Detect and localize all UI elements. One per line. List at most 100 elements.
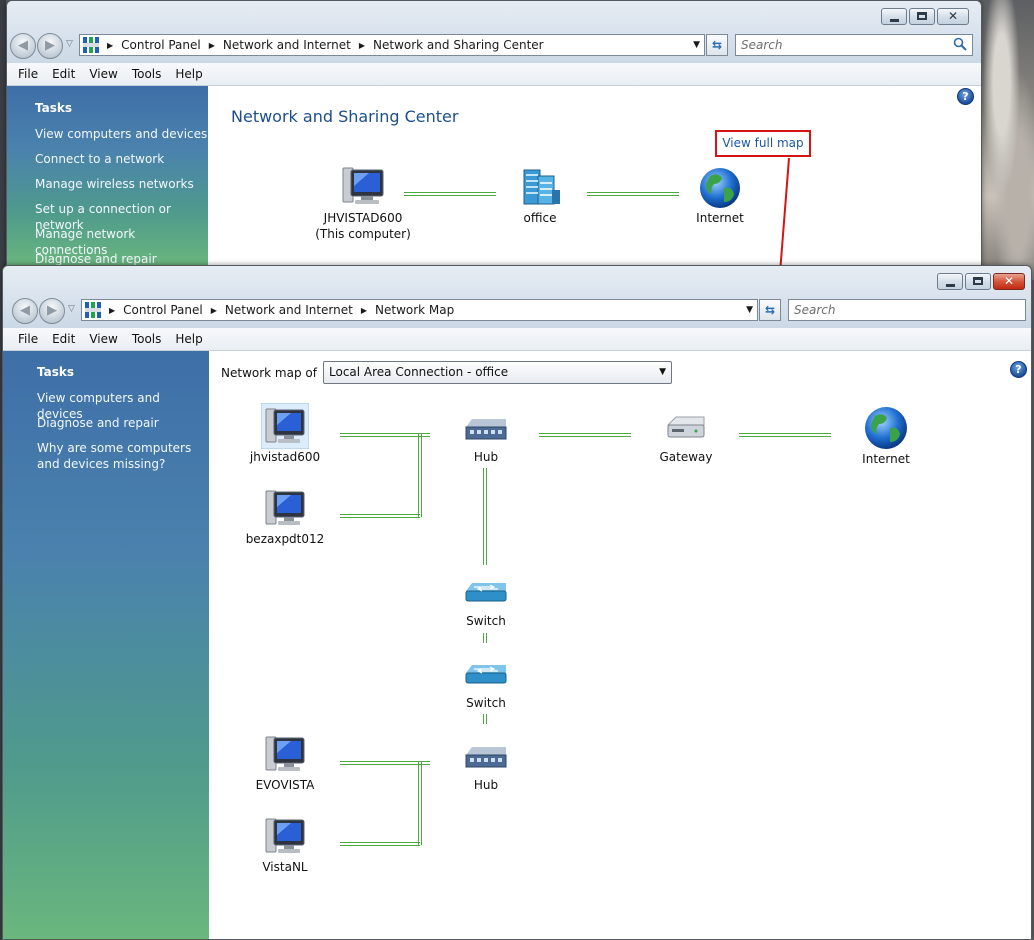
back-button[interactable]: ◀ [10, 33, 36, 59]
address-bar[interactable]: ▶ Control Panel ▶ Network and Internet ▶… [81, 299, 758, 321]
back-arrow-icon: ◀ [20, 303, 30, 318]
office-network-node[interactable]: office [500, 166, 580, 226]
menu-file[interactable]: File [18, 67, 39, 81]
router-icon [666, 416, 705, 438]
breadcrumb-arrow-icon: ▶ [360, 305, 368, 315]
menu-bar: File Edit View Tools Help [3, 328, 1031, 351]
hub-node[interactable]: Hub [446, 409, 526, 465]
task-manage-connections[interactable]: Manage network connections [35, 227, 136, 257]
globe-icon [865, 407, 907, 449]
tasks-heading: Tasks [37, 365, 75, 379]
task-diagnose-repair[interactable]: Diagnose and repair [35, 252, 157, 266]
menu-tools[interactable]: Tools [131, 332, 162, 346]
address-bar[interactable]: ▶ Control Panel ▶ Network and Internet ▶… [79, 34, 705, 56]
menu-help[interactable]: Help [175, 67, 203, 81]
computer-icon [261, 403, 309, 449]
menu-view[interactable]: View [89, 67, 118, 81]
connection-line [739, 433, 831, 437]
node-label: Switch [466, 696, 506, 710]
view-full-map-link[interactable]: View full map [715, 130, 811, 157]
task-view-computers[interactable]: View computers and devices [37, 391, 160, 421]
office-network-name: office [523, 211, 557, 225]
switch-node[interactable]: Switch [446, 655, 526, 711]
network-map-of-label: Network map of [221, 366, 317, 380]
recent-pages-dropdown[interactable]: ▽ [66, 39, 73, 49]
breadcrumb-control-panel[interactable]: Control Panel [123, 303, 203, 317]
task-setup-connection[interactable]: Set up a connection or network [35, 202, 171, 232]
switch-icon [465, 665, 507, 684]
recent-pages-dropdown[interactable]: ▽ [68, 304, 75, 314]
maximize-button[interactable] [965, 273, 991, 290]
task-diagnose-repair[interactable]: Diagnose and repair [37, 416, 159, 430]
menu-view[interactable]: View [89, 332, 118, 346]
connection-line [418, 761, 422, 845]
task-view-computers[interactable]: View computers and devices [35, 127, 208, 141]
internet-node[interactable]: Internet [846, 405, 926, 467]
this-computer-node[interactable]: JHVISTAD600 (This computer) [315, 166, 411, 242]
address-dropdown-icon[interactable]: ▼ [693, 40, 700, 50]
jhvistad600-node[interactable]: jhvistad600 [245, 403, 325, 465]
network-map-select[interactable]: Local Area Connection - office ▼ [323, 361, 672, 384]
breadcrumb-arrow-icon: ▶ [107, 40, 114, 50]
connection-line [340, 514, 420, 518]
internet-node[interactable]: Internet [680, 166, 760, 226]
back-arrow-icon: ◀ [18, 38, 28, 53]
task-connect-network[interactable]: Connect to a network [35, 152, 165, 166]
hub-icon [465, 419, 507, 440]
title-bar: ✕ ◀ ▶ ▽ ▶ Control Panel ▶ Network and In… [3, 266, 1031, 328]
breadcrumb-network-internet[interactable]: Network and Internet [224, 303, 353, 317]
breadcrumb-arrow-icon: ▶ [358, 40, 366, 50]
help-icon[interactable]: ? [1010, 361, 1027, 378]
help-icon[interactable]: ? [957, 88, 974, 105]
refresh-button[interactable]: ⇆ [759, 299, 781, 321]
search-input[interactable]: Search [735, 34, 973, 56]
menu-file[interactable]: File [18, 332, 39, 346]
vistanl-node[interactable]: VistaNL [245, 813, 325, 875]
search-icon[interactable] [953, 37, 967, 51]
evovista-node[interactable]: EVOVISTA [245, 731, 325, 793]
connection-line [418, 433, 422, 517]
node-label: EVOVISTA [255, 778, 315, 792]
maximize-icon [973, 277, 983, 285]
network-map-selected: Local Area Connection - office [329, 365, 509, 379]
breadcrumb-arrow-icon: ▶ [109, 305, 116, 315]
close-button[interactable]: ✕ [993, 273, 1025, 290]
minimize-button[interactable] [881, 8, 907, 25]
back-button[interactable]: ◀ [12, 298, 38, 324]
breadcrumb-arrow-icon: ▶ [208, 40, 215, 50]
breadcrumb-control-panel[interactable]: Control Panel [121, 38, 201, 52]
chevron-down-icon: ▽ [68, 304, 75, 314]
hub-node[interactable]: Hub [446, 737, 526, 793]
menu-bar: File Edit View Tools Help [7, 63, 981, 86]
task-why-missing[interactable]: Why are some computers and devices missi… [37, 441, 192, 471]
control-panel-icon [85, 302, 101, 318]
node-label: Hub [473, 450, 499, 464]
address-dropdown-icon[interactable]: ▼ [746, 305, 753, 315]
minimize-icon [890, 19, 899, 22]
gateway-node[interactable]: Gateway [646, 409, 726, 465]
breadcrumb-network-internet[interactable]: Network and Internet [222, 38, 351, 52]
menu-edit[interactable]: Edit [52, 332, 76, 346]
menu-help[interactable]: Help [175, 332, 203, 346]
node-label: Hub [473, 778, 499, 792]
node-label: bezaxpdt012 [245, 532, 325, 546]
node-label: Internet [862, 452, 910, 466]
forward-button[interactable]: ▶ [39, 298, 65, 324]
bezaxpdt012-node[interactable]: bezaxpdt012 [245, 485, 325, 547]
search-input[interactable]: Search [788, 299, 1026, 321]
task-manage-wireless[interactable]: Manage wireless networks [35, 177, 194, 191]
refresh-button[interactable]: ⇆ [706, 34, 728, 56]
forward-button[interactable]: ▶ [37, 33, 63, 59]
connection-line [340, 761, 430, 765]
switch-icon [465, 583, 507, 602]
breadcrumb-arrow-icon: ▶ [210, 305, 217, 315]
breadcrumb-sharing-center[interactable]: Network and Sharing Center [373, 38, 544, 52]
breadcrumb-network-map[interactable]: Network Map [375, 303, 455, 317]
menu-edit[interactable]: Edit [52, 67, 76, 81]
close-button[interactable]: ✕ [937, 8, 969, 25]
close-icon: ✕ [1003, 274, 1015, 288]
maximize-button[interactable] [909, 8, 935, 25]
switch-node[interactable]: Switch [446, 573, 526, 629]
menu-tools[interactable]: Tools [131, 67, 162, 81]
minimize-button[interactable] [937, 273, 963, 290]
